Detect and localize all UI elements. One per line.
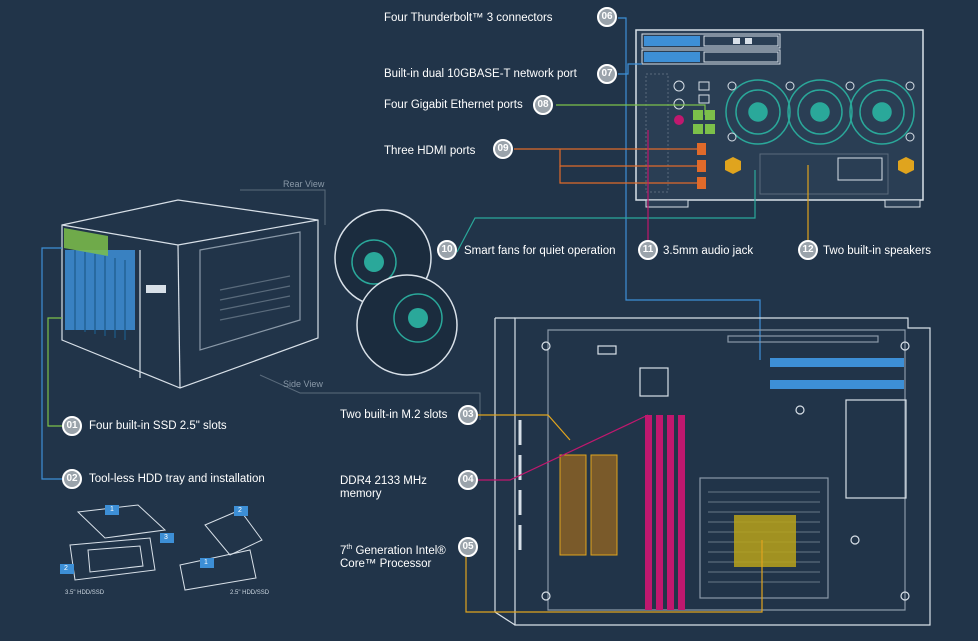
m2-ssd-slots xyxy=(559,454,618,556)
tray-step-number: 2 xyxy=(238,507,242,514)
callout-badge-06: 06 xyxy=(597,7,617,27)
pcie-slots xyxy=(770,358,904,389)
callout-badge-12: 12 xyxy=(798,240,818,260)
fan-zoom-bottom xyxy=(356,274,458,376)
callout-badge-09: 09 xyxy=(493,139,513,159)
callout-label-smart-fans: Smart fans for quiet operation xyxy=(464,245,616,257)
tray-step-number: 1 xyxy=(204,559,208,566)
callout-badge-02: 02 xyxy=(62,469,82,489)
callout-badge-11: 11 xyxy=(638,240,658,260)
cpu-highlight xyxy=(734,515,796,567)
callout-badge-07: 07 xyxy=(597,64,617,84)
hdd-tray-illustrations xyxy=(60,504,263,591)
callout-label-intel-processor: 7th Generation Intel® Core™ Processor xyxy=(340,544,446,570)
callout-label-thunderbolt: Four Thunderbolt™ 3 connectors xyxy=(384,12,553,24)
tray-step-number: 3 xyxy=(164,534,168,541)
hdd-25-caption: 2.5" HDD/SSD xyxy=(230,590,270,596)
hdd-35-caption: 3.5" HDD/SSD xyxy=(65,590,105,596)
side-view-pointer xyxy=(259,374,481,420)
memory-slots xyxy=(645,415,685,610)
callout-label-ddr4-memory: DDR4 2133 MHz memory xyxy=(340,475,427,500)
callout-badge-04: 04 xyxy=(458,470,478,490)
leader-lines-left xyxy=(41,247,62,480)
callout-label-gigabit-ethernet: Four Gigabit Ethernet ports xyxy=(384,99,523,111)
chassis-illustration xyxy=(61,199,319,389)
callout-label-hdmi: Three HDMI ports xyxy=(384,145,476,157)
gigabit-ethernet-ports xyxy=(693,110,715,134)
callout-label-audio-jack: 3.5mm audio jack xyxy=(663,245,754,257)
hdmi-ports xyxy=(697,143,706,189)
tray-step-number: 2 xyxy=(64,565,68,572)
callout-badge-01: 01 xyxy=(62,416,82,436)
side-view-label: Side View xyxy=(283,379,323,389)
callout-badge-03: 03 xyxy=(458,405,478,425)
rear-fans xyxy=(725,79,915,145)
leader-lines-rear xyxy=(456,17,809,360)
callout-badge-05: 05 xyxy=(458,537,478,557)
rear-view-pointer xyxy=(240,189,326,225)
callout-label-ssd-slots: Four built-in SSD 2.5" slots xyxy=(89,420,227,432)
callout-label-m2-slots: Two built-in M.2 slots xyxy=(340,409,448,421)
callout-label-speakers: Two built-in speakers xyxy=(823,245,932,257)
rear-view-label: Rear View xyxy=(283,179,325,189)
tray-step-number: 1 xyxy=(110,506,114,513)
callout-badge-10: 10 xyxy=(437,240,457,260)
rear-panel xyxy=(635,29,924,208)
callout-label-10gbase-t: Built-in dual 10GBASE-T network port xyxy=(384,68,577,80)
rear-speakers xyxy=(725,157,914,174)
callout-label-hdd-tray: Tool-less HDD tray and installation xyxy=(89,473,265,485)
thunderbolt-card xyxy=(641,33,781,65)
callout-badge-08: 08 xyxy=(533,95,553,115)
